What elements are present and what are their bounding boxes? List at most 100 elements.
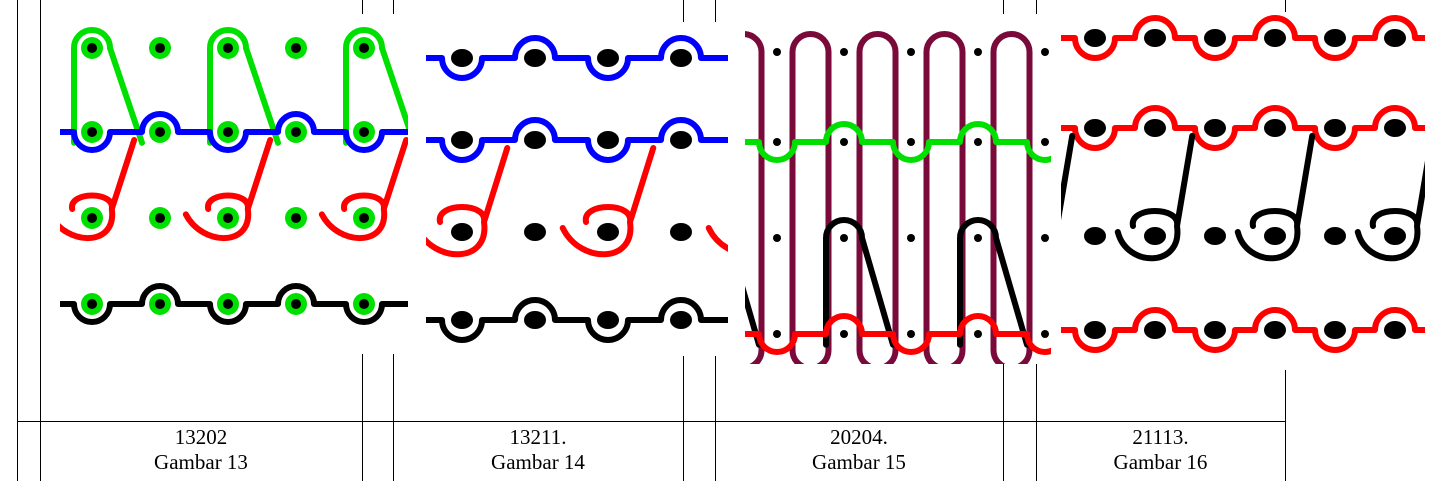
- stitch-dot: [597, 223, 619, 241]
- knit-diagram-15: [745, 14, 1051, 364]
- stitch-dot: [87, 213, 97, 223]
- stitch-dot: [597, 311, 619, 329]
- stitch-dot: [1084, 227, 1106, 245]
- yarn-loop-row: [426, 145, 728, 258]
- stitch-dot: [1204, 119, 1226, 137]
- stitch-dot: [1384, 119, 1406, 137]
- figure-code: 21113.: [1132, 425, 1189, 449]
- stitch-dot: [1324, 29, 1346, 47]
- caption-15: 20204. Gambar 15: [715, 425, 1003, 475]
- table-row-divider: [17, 421, 1286, 422]
- stitch-dot: [773, 234, 781, 242]
- stitch-dot: [291, 43, 301, 53]
- stitch-dot: [524, 131, 546, 149]
- stitch-dot: [840, 330, 848, 338]
- stitch-dot: [451, 311, 473, 329]
- figure-code: 20204.: [830, 425, 888, 449]
- yarn-loop-row: [60, 283, 408, 325]
- figure-code: 13211.: [509, 425, 567, 449]
- stitch-dot: [840, 48, 848, 56]
- stitch-dot: [155, 127, 165, 137]
- stitch-dot: [907, 48, 915, 56]
- figure-label: Gambar 14: [491, 450, 585, 474]
- stitch-dot: [773, 48, 781, 56]
- stitch-dot: [773, 138, 781, 146]
- caption-14: 13211. Gambar 14: [393, 425, 683, 475]
- stitch-dot: [974, 330, 982, 338]
- stitch-dot: [1041, 234, 1049, 242]
- table-border: [40, 0, 41, 481]
- stitch-dot: [155, 299, 165, 309]
- stitch-dot: [1384, 227, 1406, 245]
- stitch-dot: [1264, 227, 1286, 245]
- stitch-dot: [291, 127, 301, 137]
- yarn-loop-row: [745, 31, 1033, 364]
- stitch-dot: [1041, 330, 1049, 338]
- stitch-dot: [773, 330, 781, 338]
- stitch-dot: [1264, 29, 1286, 47]
- stitch-dot: [1144, 227, 1166, 245]
- stitch-dot: [291, 299, 301, 309]
- figure-label: Gambar 16: [1113, 450, 1208, 474]
- yarn-loop-row: [1061, 307, 1425, 353]
- stitch-dot: [1264, 119, 1286, 137]
- yarn-loop-row: [1061, 133, 1425, 262]
- knit-diagram-16: [1061, 12, 1425, 370]
- stitch-dot: [1384, 321, 1406, 339]
- knit-diagram-13: [60, 14, 408, 354]
- yarn-loop-row: [71, 27, 408, 146]
- stitch-dot: [597, 131, 619, 149]
- knit-diagram-13-svg: [60, 27, 408, 325]
- yarn-loop-row: [60, 137, 408, 242]
- stitch-dot: [155, 43, 165, 53]
- stitch-dot: [1204, 227, 1226, 245]
- stitch-dot: [1324, 321, 1346, 339]
- stitch-dot: [359, 299, 369, 309]
- stitch-dot: [1144, 29, 1166, 47]
- stitch-dot: [1144, 321, 1166, 339]
- stitch-dot: [359, 127, 369, 137]
- stitch-dot: [840, 138, 848, 146]
- stitch-dot: [670, 311, 692, 329]
- stitch-dot: [87, 127, 97, 137]
- yarn-loop-row: [426, 35, 728, 81]
- figure-code: 13202: [174, 425, 228, 449]
- stitch-dot: [223, 213, 233, 223]
- yarn-loop-row: [745, 217, 1030, 348]
- stitch-dot: [1204, 29, 1226, 47]
- caption-16: 21113. Gambar 16: [1036, 425, 1285, 475]
- stitch-dot: [840, 234, 848, 242]
- stitch-dot: [1041, 138, 1049, 146]
- figure-label: Gambar 13: [154, 450, 248, 474]
- yarn-loop-row: [426, 297, 728, 343]
- yarn-loop-row: [745, 313, 1051, 355]
- stitch-dot: [87, 43, 97, 53]
- stitch-dot: [907, 330, 915, 338]
- stitch-dot: [1264, 321, 1286, 339]
- stitch-dot: [524, 223, 546, 241]
- stitch-dot: [223, 43, 233, 53]
- stitch-dot: [1144, 119, 1166, 137]
- stitch-dot: [974, 48, 982, 56]
- stitch-dot: [1084, 29, 1106, 47]
- knit-diagram-14-svg: [426, 35, 728, 343]
- stitch-dot: [1324, 227, 1346, 245]
- knit-diagram-15-svg: [745, 31, 1051, 364]
- stitch-dot: [524, 49, 546, 67]
- table-border-left: [17, 0, 18, 481]
- stitch-dot: [1041, 48, 1049, 56]
- yarn-loop-row: [1061, 105, 1425, 151]
- stitch-dot: [670, 49, 692, 67]
- stitch-dot: [291, 213, 301, 223]
- stitch-dot: [1384, 29, 1406, 47]
- knit-diagram-16-svg: [1061, 15, 1425, 353]
- stitch-dot: [524, 311, 546, 329]
- stitch-dot: [223, 127, 233, 137]
- stitch-dot: [1204, 321, 1226, 339]
- stitch-dot: [907, 138, 915, 146]
- yarn-loop-row: [745, 121, 1051, 163]
- stitch-dot: [1084, 119, 1106, 137]
- yarn-loop-row: [1061, 15, 1425, 61]
- stitch-dot: [223, 299, 233, 309]
